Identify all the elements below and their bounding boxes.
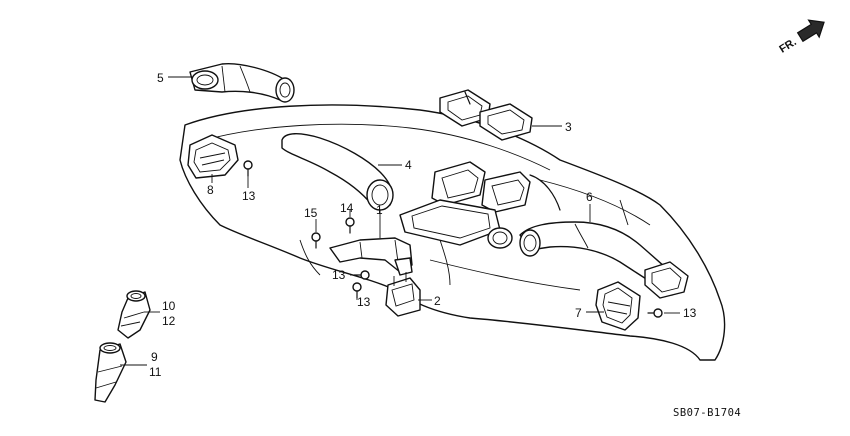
callout-8: 8 [207, 183, 214, 197]
duct-part-6 [519, 221, 689, 299]
callout-13-right: 13 [683, 306, 697, 320]
duct-part-5 [189, 62, 295, 103]
callout-7: 7 [575, 306, 582, 320]
callout-4: 4 [405, 158, 412, 172]
callout-2: 2 [434, 294, 441, 308]
duct-part-9-11 [94, 342, 127, 403]
callout-14: 14 [340, 201, 354, 215]
fastener-screws [243, 160, 663, 318]
callout-6: 6 [586, 190, 593, 204]
dashboard-panel [179, 104, 726, 361]
bracket-part-2 [385, 272, 421, 317]
callout-13-left: 13 [242, 189, 256, 203]
callout-5: 5 [157, 71, 164, 85]
callout-13-center-lower: 13 [357, 295, 371, 309]
callout-13-center-upper: 13 [332, 268, 346, 282]
callout-12: 12 [162, 314, 176, 328]
duct-part-4 [281, 133, 394, 211]
duct-part-1 [329, 237, 413, 276]
callout-9: 9 [151, 350, 158, 364]
diagram-code: SB07-B1704 [673, 407, 741, 419]
duct-part-10-12 [117, 290, 151, 339]
callout-11: 11 [149, 365, 162, 379]
callout-labels: 1 2 3 4 5 6 7 8 9 10 11 12 13 14 15 13 1… [149, 71, 697, 379]
leader-lines [120, 76, 680, 366]
callout-3: 3 [565, 120, 572, 134]
front-direction-indicator: FR. [777, 19, 825, 56]
arrow-right-icon [796, 19, 825, 43]
callout-10: 10 [162, 299, 176, 313]
front-label: FR. [777, 36, 798, 56]
callout-1: 1 [376, 203, 383, 217]
vent-part-8 [187, 134, 239, 179]
vent-part-7 [595, 281, 641, 331]
vent-part-3 [439, 89, 533, 141]
callout-15: 15 [304, 206, 318, 220]
